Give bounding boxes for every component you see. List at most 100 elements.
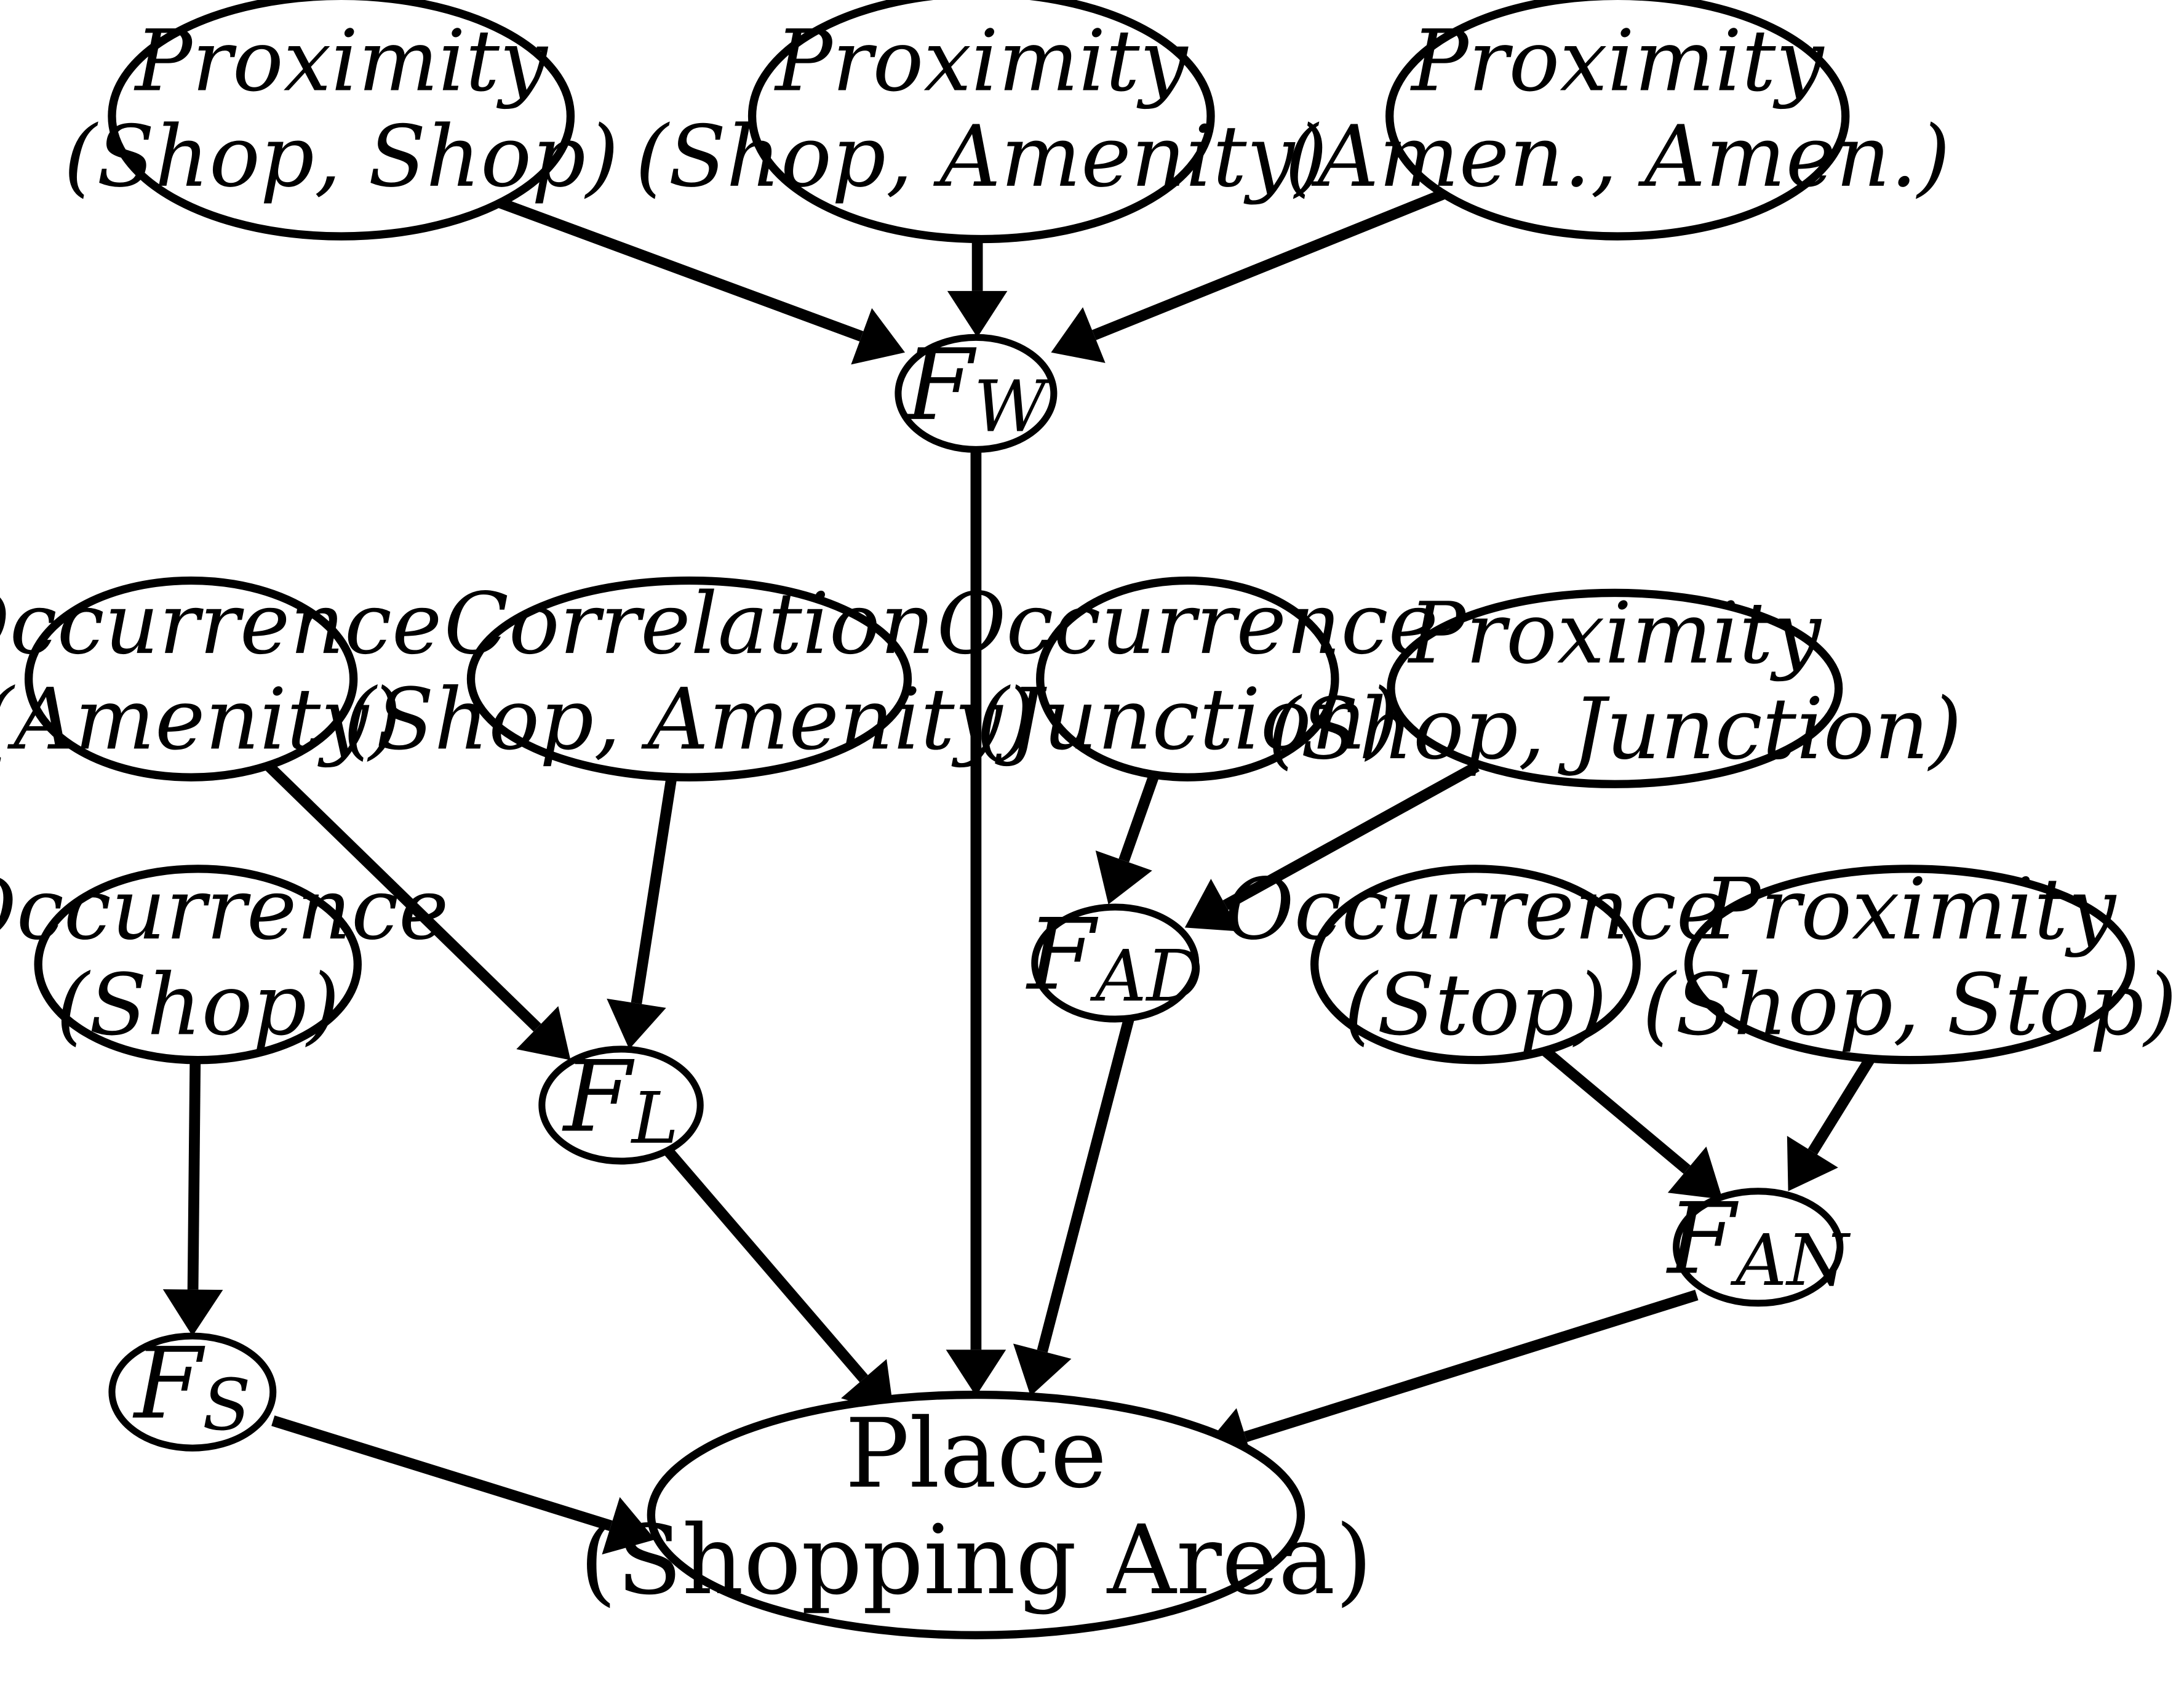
edge-line — [1092, 179, 1470, 340]
node-shape — [108, 0, 575, 241]
node-label-line2: (Amen., Amen.) — [1285, 108, 1950, 206]
node-label-subscript: L — [631, 1077, 679, 1160]
edge-f_ad-to-place_shopping — [1013, 1017, 1134, 1396]
node-label-subscript: S — [202, 1364, 251, 1447]
node-occ_amenity[interactable]: Occurrence(Amenity) — [0, 575, 442, 782]
node-place_shopping[interactable]: Place(Shopping Area) — [580, 1390, 1373, 1639]
edge-line — [1536, 1042, 1691, 1174]
node-label-line2: (Shop, Amenity) — [343, 670, 1035, 769]
arrowhead-icon — [516, 1006, 571, 1060]
node-shape — [1036, 576, 1339, 782]
node-shape — [538, 1045, 704, 1165]
node-shape — [34, 865, 362, 1065]
edge-prox_shop_junction-to-f_ad — [1184, 761, 1480, 932]
edge-line — [1243, 1290, 1699, 1442]
node-label: FW — [904, 328, 1052, 448]
edge-prox_shop_stop-to-f_an — [1787, 1052, 1878, 1191]
arrowhead-icon — [1667, 1146, 1723, 1200]
node-prox_shop_amenity[interactable]: Proximity(Shop, Amenity) — [636, 0, 1328, 244]
edge-corr_shop_amenity-to-f_l — [607, 776, 677, 1049]
arrowhead-icon — [947, 290, 1008, 338]
node-prox_shop_junction[interactable]: Proximity(Shop, Junction) — [1268, 585, 1963, 788]
node-label-line1: Proximity — [1407, 585, 1822, 683]
node-occ_shop[interactable]: Occurrence(Shop) — [0, 860, 448, 1065]
node-label-line1: Place — [845, 1398, 1107, 1509]
node-shape — [1684, 865, 2135, 1065]
node-shape — [1385, 0, 1850, 241]
edge-line — [1037, 1017, 1134, 1353]
edge-occ_junction-to-f_ad — [1095, 771, 1160, 905]
edge-occ_stop-to-f_an — [1536, 1042, 1723, 1200]
arrowhead-icon — [1095, 850, 1152, 905]
edge-line — [1222, 761, 1480, 910]
edge-line — [1807, 1052, 1878, 1155]
node-label-line1: Occurrence — [0, 860, 448, 959]
node-label-line2: (Shop) — [56, 956, 340, 1054]
edge-f_w-to-place_shopping — [946, 450, 1006, 1396]
node-shape — [1387, 588, 1843, 788]
node-shape — [747, 0, 1215, 244]
node-label-line1: Proximity — [1409, 12, 1825, 110]
edge-line — [631, 776, 677, 1004]
node-f_l[interactable]: FL — [538, 1039, 704, 1165]
node-prox_amen_amen[interactable]: Proximity(Amen., Amen.) — [1285, 0, 1950, 241]
arrowhead-icon — [1051, 307, 1106, 363]
edge-occ_shop-to-f_s — [162, 1060, 223, 1337]
node-f_w[interactable]: FW — [895, 328, 1058, 453]
node-shape — [647, 1390, 1305, 1639]
edge-line — [1118, 771, 1160, 863]
arrowhead-icon — [851, 308, 906, 365]
node-f_ad[interactable]: FAD — [1026, 898, 1203, 1023]
edge-f_l-to-place_shopping — [663, 1146, 895, 1414]
node-label-line2: (Shop, Stop) — [1643, 956, 2177, 1054]
arrowhead-icon — [946, 1349, 1006, 1396]
node-label-line1: Correlation — [444, 575, 935, 673]
node-label-line2: (Stop) — [1344, 956, 1608, 1054]
arrowhead-icon — [1184, 879, 1240, 932]
arrowhead-icon — [1013, 1343, 1072, 1396]
node-label-subscript: AD — [1090, 935, 1203, 1018]
node-occ_junction[interactable]: Occurrence(Junction) — [937, 575, 1438, 782]
node-shape — [1310, 865, 1641, 1065]
edge-prox_shop_shop-to-f_w — [485, 193, 906, 365]
node-prox_shop_shop[interactable]: Proximity(Shop, Shop) — [64, 0, 619, 241]
arrowhead-icon — [602, 1497, 655, 1555]
edge-line — [260, 757, 541, 1032]
edge-prox_shop_amenity-to-f_w — [947, 240, 1008, 338]
node-corr_shop_amenity[interactable]: Correlation(Shop, Amenity) — [343, 575, 1035, 782]
node-label-line2: (Junction) — [976, 670, 1399, 769]
node-label-line1: Proximity — [773, 12, 1189, 110]
node-label-line2: (Shop, Shop) — [64, 108, 619, 206]
arrowhead-icon — [607, 998, 666, 1049]
node-layer: Proximity(Shop, Shop)Proximity(Shop, Ame… — [0, 0, 2177, 1639]
edge-f_an-to-place_shopping — [1201, 1290, 1699, 1466]
node-shape — [466, 576, 912, 782]
node-label-subscript: W — [974, 366, 1052, 448]
node-shape — [1673, 1188, 1844, 1307]
arrowhead-icon — [162, 1289, 223, 1337]
node-shape — [1031, 903, 1200, 1023]
node-label-line2: (Amenity) — [0, 670, 402, 769]
node-shape — [24, 576, 358, 782]
node-label-line2: (Shopping Area) — [580, 1505, 1373, 1616]
node-label-line1: Occurrence — [1225, 860, 1726, 959]
node-label-subscript: AN — [1730, 1219, 1851, 1301]
edge-f_s-to-place_shopping — [271, 1415, 655, 1555]
edge-occ_amenity-to-f_l — [260, 757, 571, 1060]
node-label-line1: Proximity — [1702, 860, 2117, 959]
node-shape — [108, 1332, 277, 1452]
edge-prox_amen_amen-to-f_w — [1051, 179, 1470, 363]
node-occ_stop[interactable]: Occurrence(Stop) — [1225, 860, 1726, 1065]
edge-line — [271, 1415, 613, 1531]
edge-line — [663, 1146, 868, 1383]
node-label-line2: (Shop, Junction) — [1268, 680, 1963, 778]
node-prox_shop_stop[interactable]: Proximity(Shop, Stop) — [1643, 860, 2177, 1065]
node-label-line1: Proximity — [134, 12, 549, 110]
edge-line — [187, 1060, 201, 1290]
node-shape — [895, 334, 1058, 453]
node-f_s[interactable]: FS — [108, 1327, 277, 1452]
node-f_an[interactable]: FAN — [1665, 1181, 1851, 1307]
edge-layer — [162, 179, 1878, 1555]
edge-line — [485, 193, 864, 342]
